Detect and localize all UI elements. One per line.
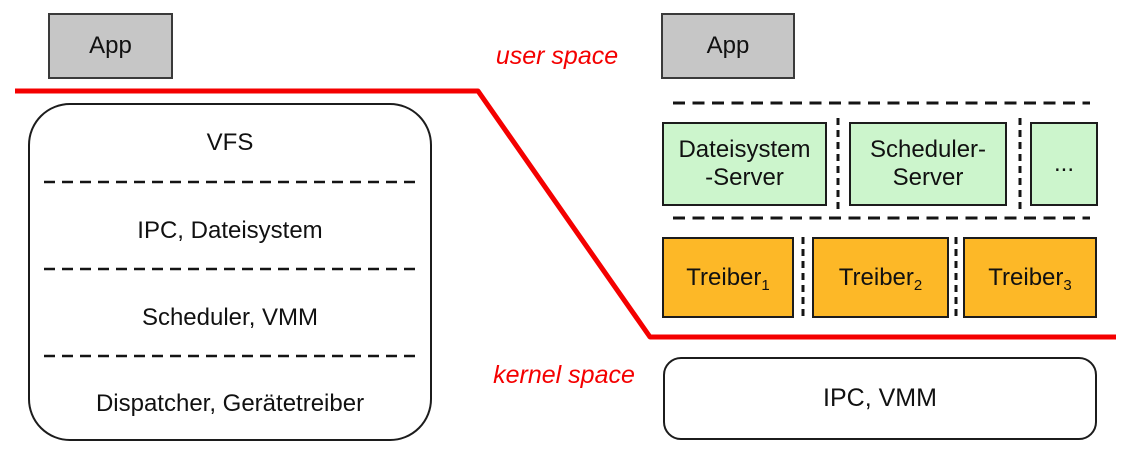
driver-box-treiber1: Treiber1 — [662, 237, 794, 318]
kernel-layer-ipc-dateisystem: IPC, Dateisystem — [28, 182, 432, 269]
server-box-dateisystem: Dateisystem -Server — [662, 122, 827, 206]
driver-subscript: 3 — [1063, 276, 1072, 294]
kernel-layer-vfs: VFS — [28, 103, 432, 182]
server-box-scheduler: Scheduler- Server — [849, 122, 1007, 206]
app-label: App — [706, 32, 750, 59]
kernel-layer-dispatcher-geraetetreiber: Dispatcher, Gerätetreiber — [28, 356, 432, 441]
server-label: Scheduler- Server — [869, 136, 987, 191]
app-label: App — [89, 32, 132, 59]
kernel-space-label: kernel space — [493, 361, 635, 389]
app-box-monolithic: App — [48, 13, 173, 79]
layer-label: IPC, Dateisystem — [137, 216, 323, 244]
app-box-microkernel: App — [661, 13, 795, 79]
driver-box-treiber3: Treiber3 — [963, 237, 1097, 318]
layer-label: VFS — [206, 128, 254, 156]
server-label: ... — [1053, 150, 1074, 177]
driver-subscript: 1 — [761, 276, 770, 294]
server-label: Dateisystem -Server — [678, 136, 811, 191]
microkernel-label: IPC, VMM — [823, 384, 937, 412]
layer-label: Scheduler, VMM — [141, 303, 319, 331]
driver-label: Treiber2 — [838, 263, 923, 294]
server-box-ellipsis: ... — [1030, 122, 1098, 206]
driver-label: Treiber3 — [988, 263, 1072, 294]
user-space-label: user space — [495, 42, 619, 70]
driver-subscript: 2 — [913, 276, 923, 294]
microkernel-box: IPC, VMM — [663, 357, 1097, 440]
driver-label: Treiber1 — [686, 263, 770, 294]
layer-label: Dispatcher, Gerätetreiber — [95, 389, 365, 417]
driver-box-treiber2: Treiber2 — [812, 237, 949, 318]
kernel-layer-scheduler-vmm: Scheduler, VMM — [28, 269, 432, 356]
